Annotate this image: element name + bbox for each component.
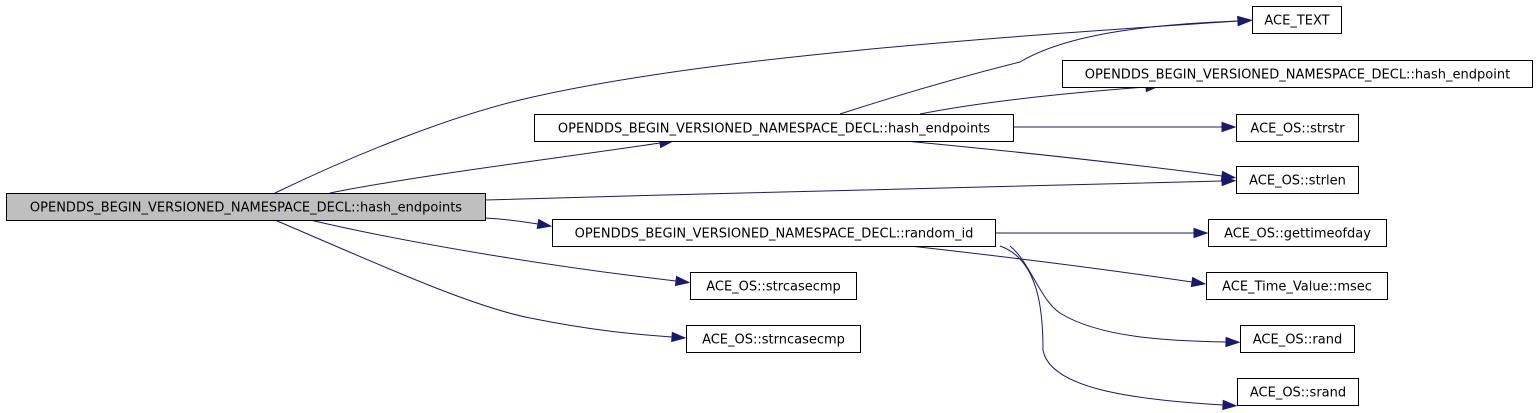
node-label: OPENDDS_BEGIN_VERSIONED_NAMESPACE_DECL::…	[558, 122, 990, 137]
node-strncasecmp[interactable]: ACE_OS::strncasecmp	[686, 325, 861, 353]
node-box	[552, 219, 996, 247]
node-label: OPENDDS_BEGIN_VERSIONED_NAMESPACE_DECL::…	[30, 201, 462, 216]
arrow-head	[1190, 276, 1207, 288]
edge-hash_endpoints-to-strlen	[904, 140, 1237, 182]
edge-root-to-hash_endpoints	[329, 137, 675, 194]
edge-hash_endpoints-to-ace_text	[839, 15, 1253, 115]
arrow-head	[1237, 15, 1253, 27]
node-hash_endpoints[interactable]: OPENDDS_BEGIN_VERSIONED_NAMESPACE_DECL::…	[534, 114, 1014, 142]
node-box	[1240, 325, 1355, 353]
node-root[interactable]: OPENDDS_BEGIN_VERSIONED_NAMESPACE_DECL::…	[6, 193, 486, 221]
arrow-head	[671, 331, 687, 343]
arrow-head	[674, 275, 691, 287]
node-random_id[interactable]: OPENDDS_BEGIN_VERSIONED_NAMESPACE_DECL::…	[552, 219, 996, 247]
node-label: ACE_TEXT	[1264, 14, 1329, 29]
edge-line	[274, 20, 1239, 194]
edge-root-to-random_id	[484, 217, 553, 230]
edge-line	[919, 86, 1147, 115]
edge-root-to-ace_text	[274, 15, 1253, 194]
node-label: ACE_OS::strcasecmp	[706, 280, 841, 295]
arrow-head	[1221, 121, 1237, 133]
node-label: ACE_OS::rand	[1253, 333, 1343, 348]
edge-root-to-strcasecmp	[309, 219, 691, 287]
node-label: ACE_OS::gettimeofday	[1224, 227, 1371, 242]
edge-line	[309, 219, 677, 282]
edge-hash_endpoints-to-strstr	[1013, 121, 1237, 133]
node-label: OPENDDS_BEGIN_VERSIONED_NAMESPACE_DECL::…	[575, 227, 974, 242]
node-box	[1062, 60, 1533, 88]
edge-line	[839, 20, 1239, 115]
node-gettimeofday[interactable]: ACE_OS::gettimeofday	[1208, 219, 1387, 247]
node-label: OPENDDS_BEGIN_VERSIONED_NAMESPACE_DECL::…	[1085, 68, 1510, 83]
edge-random_id-to-gettimeofday	[995, 227, 1209, 239]
node-msec[interactable]: ACE_Time_Value::msec	[1206, 272, 1388, 300]
edge-random_id-to-rand	[1009, 245, 1241, 348]
node-box	[1236, 166, 1359, 194]
node-box	[1237, 378, 1359, 406]
node-srand[interactable]: ACE_OS::srand	[1237, 378, 1359, 406]
node-box	[686, 325, 861, 353]
arrow-head	[1222, 399, 1238, 411]
function-nodes: OPENDDS_BEGIN_VERSIONED_NAMESPACE_DECL::…	[6, 6, 1533, 406]
edge-line	[1009, 245, 1227, 343]
node-box	[534, 114, 1014, 142]
node-box	[1206, 272, 1388, 300]
arrow-head	[1225, 336, 1241, 348]
edge-line	[904, 140, 1223, 177]
node-box	[1236, 114, 1359, 142]
node-box	[1208, 219, 1387, 247]
node-label: ACE_OS::srand	[1250, 386, 1346, 401]
arrow-head	[1193, 227, 1209, 239]
edge-line	[484, 217, 539, 225]
edge-random_id-to-msec	[909, 245, 1207, 288]
node-box	[690, 272, 857, 300]
node-strstr[interactable]: ACE_OS::strstr	[1236, 114, 1359, 142]
edge-line	[484, 180, 1223, 201]
edge-line	[999, 245, 1224, 406]
node-label: ACE_OS::strstr	[1250, 122, 1345, 137]
node-ace_text[interactable]: ACE_TEXT	[1252, 6, 1342, 34]
edge-root-to-strlen	[484, 175, 1237, 201]
node-rand[interactable]: ACE_OS::rand	[1240, 325, 1355, 353]
edge-line	[909, 245, 1193, 283]
node-box	[6, 193, 486, 221]
arrow-head	[1220, 170, 1237, 182]
edge-line	[329, 142, 661, 194]
edge-random_id-to-srand	[999, 245, 1238, 411]
node-hash_endpoint[interactable]: OPENDDS_BEGIN_VERSIONED_NAMESPACE_DECL::…	[1062, 60, 1533, 88]
node-strlen[interactable]: ACE_OS::strlen	[1236, 166, 1359, 194]
arrow-head	[536, 218, 553, 230]
edge-line	[274, 219, 673, 338]
node-strcasecmp[interactable]: ACE_OS::strcasecmp	[690, 272, 857, 300]
node-label: ACE_OS::strlen	[1249, 174, 1346, 189]
node-label: ACE_Time_Value::msec	[1222, 280, 1372, 295]
edge-root-to-strncasecmp	[274, 219, 687, 343]
node-label: ACE_OS::strncasecmp	[702, 333, 845, 348]
node-box	[1252, 6, 1342, 34]
